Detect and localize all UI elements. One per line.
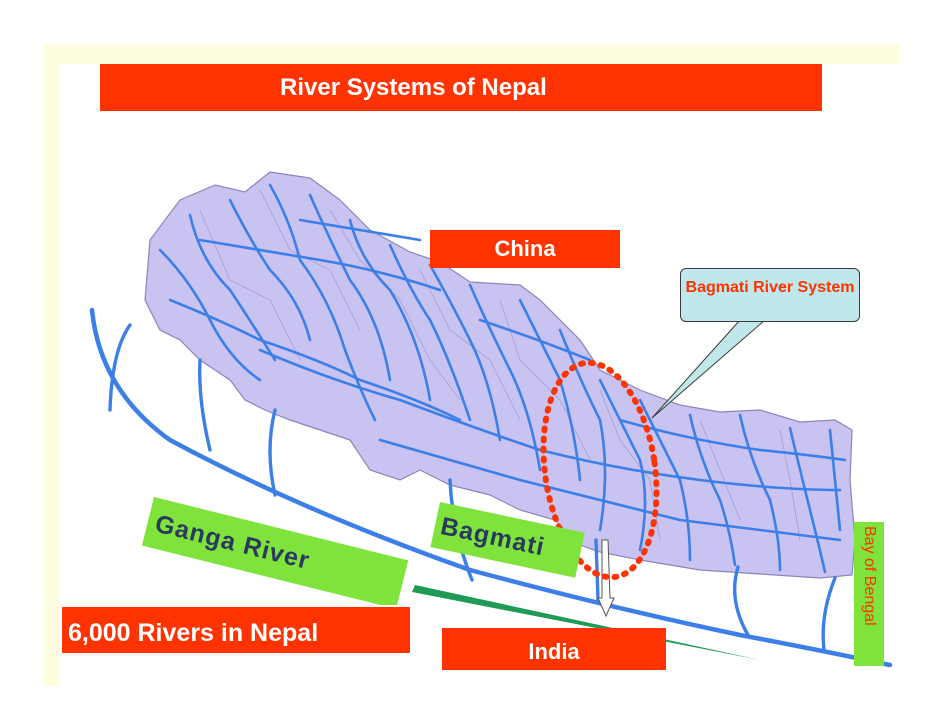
callout-pointer (651, 319, 767, 419)
bagmati-callout: Bagmati River System (680, 268, 860, 322)
flow-arrow (412, 585, 760, 660)
bagmati-highlight (540, 359, 660, 581)
rivers-network (158, 183, 847, 574)
india-label: India (442, 628, 666, 670)
china-label: China (430, 230, 620, 268)
bay-of-bengal-label: Bay of Bengal (854, 522, 884, 666)
page-title: River Systems of Nepal (100, 64, 822, 111)
rivers-count-label: 6,000 Rivers in Nepal (60, 605, 412, 655)
ganga-river-line (89, 307, 893, 668)
bay-of-bengal-text: Bay of Bengal (861, 526, 878, 626)
